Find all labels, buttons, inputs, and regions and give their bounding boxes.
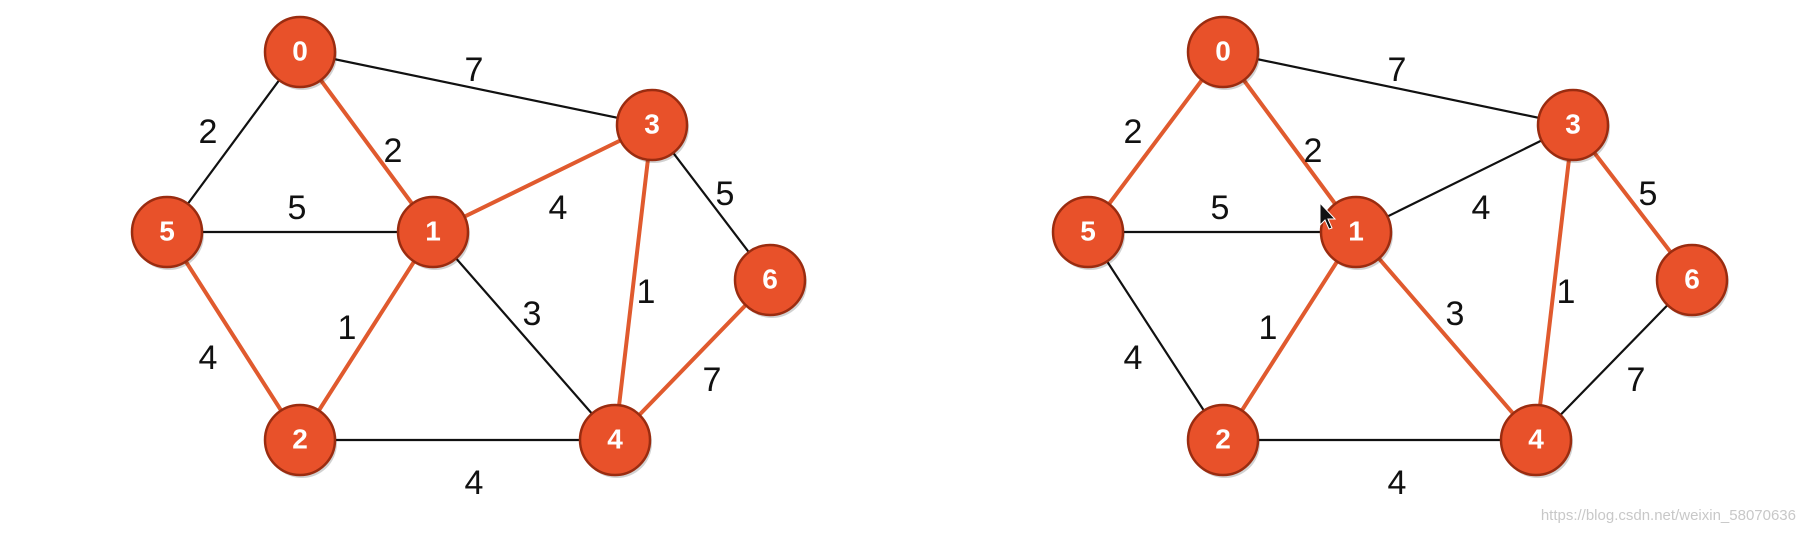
edge-weight-2-4: 4 [465, 464, 484, 502]
node-label: 6 [762, 263, 778, 294]
edge-1-4 [1354, 230, 1538, 442]
node-label: 2 [292, 423, 308, 454]
edge-weight-0-1: 2 [384, 132, 403, 170]
edge-weight-6-4: 7 [1627, 361, 1646, 399]
node-label: 0 [1215, 35, 1231, 66]
node-2: 2 [263, 403, 337, 478]
edge-0-5 [1086, 50, 1225, 234]
node-circle [1499, 403, 1573, 477]
edge-weight-1-3: 4 [1472, 189, 1491, 227]
node-circle [733, 243, 807, 317]
node-label: 5 [1080, 215, 1096, 246]
node-circle [578, 403, 652, 477]
watermark-text: https://blog.csdn.net/weixin_58070636 [1540, 507, 1796, 524]
edge-weight-3-6: 5 [716, 175, 735, 213]
node-circle [1051, 195, 1125, 269]
node-circle [130, 195, 204, 269]
mouse-cursor-icon [1319, 201, 1337, 230]
node-circle [1186, 15, 1260, 89]
node-4: 4 [578, 403, 652, 478]
edge-weight-3-4: 1 [1557, 273, 1576, 311]
edge-weight-0-5: 2 [199, 113, 218, 151]
node-label: 4 [1528, 423, 1544, 454]
node-circle [1319, 195, 1393, 269]
edge-0-1 [298, 50, 435, 234]
edge-weight-2-4: 4 [1388, 464, 1407, 502]
node-circle [1655, 243, 1729, 317]
edge-6-4 [613, 278, 772, 442]
edge-1-3 [431, 123, 654, 234]
node-label: 1 [1348, 215, 1364, 246]
edge-weight-0-5: 2 [1124, 113, 1143, 151]
node-label: 3 [644, 108, 660, 139]
edge-weight-1-3: 4 [549, 189, 568, 227]
node-6: 6 [733, 243, 807, 318]
node-1: 1 [1319, 195, 1393, 270]
node-circle [263, 403, 337, 477]
edge-weight-1-4: 3 [1446, 295, 1465, 333]
node-circle [1536, 88, 1610, 162]
node-circle [615, 88, 689, 162]
node-circle [1186, 403, 1260, 477]
edge-1-2 [298, 230, 435, 442]
edge-0-5 [165, 50, 302, 234]
node-circle [396, 195, 470, 269]
node-2: 2 [1186, 403, 1260, 478]
node-label: 4 [607, 423, 623, 454]
edge-weight-0-1: 2 [1304, 132, 1323, 170]
edge-5-2 [165, 230, 302, 442]
node-0: 0 [263, 15, 337, 90]
edge-3-4 [1534, 123, 1575, 442]
edge-weight-1-2: 1 [338, 309, 357, 347]
edge-weight-0-3: 7 [465, 51, 484, 89]
node-5: 5 [130, 195, 204, 270]
edge-weight-6-4: 7 [703, 361, 722, 399]
edge-3-4 [613, 123, 654, 442]
edge-weight-5-1: 5 [288, 189, 307, 227]
node-3: 3 [1536, 88, 1610, 163]
node-4: 4 [1499, 403, 1573, 478]
edge-weight-5-1: 5 [1211, 189, 1230, 227]
node-label: 3 [1565, 108, 1581, 139]
node-label: 5 [159, 215, 175, 246]
node-3: 3 [615, 88, 689, 163]
edge-1-4 [431, 230, 617, 442]
node-0: 0 [1186, 15, 1260, 90]
edge-weight-3-4: 1 [637, 273, 656, 311]
graph-right: 2 2 7 5 4 4 1 3 1 5 4 7 0 1 2 3 4 5 6 [1051, 15, 1729, 502]
edge-1-2 [1221, 230, 1358, 442]
edge-weight-1-4: 3 [523, 295, 542, 333]
edge-0-3 [1221, 50, 1575, 127]
edge-weight-0-3: 7 [1388, 51, 1407, 89]
node-5: 5 [1051, 195, 1125, 270]
edge-weight-1-2: 1 [1259, 309, 1278, 347]
edge-1-3 [1354, 123, 1575, 234]
node-label: 0 [292, 35, 308, 66]
edge-0-3 [298, 50, 654, 127]
edge-weight-5-2: 4 [199, 339, 218, 377]
node-6: 6 [1655, 243, 1729, 318]
edge-weight-3-6: 5 [1639, 175, 1658, 213]
edge-5-2 [1086, 230, 1225, 442]
node-label: 1 [425, 215, 441, 246]
node-1: 1 [396, 195, 470, 270]
node-label: 2 [1215, 423, 1231, 454]
edge-weight-5-2: 4 [1124, 339, 1143, 377]
edge-0-1 [1221, 50, 1358, 234]
node-circle [263, 15, 337, 89]
graph-left: 2 2 7 5 4 4 1 3 1 5 4 7 0 1 2 3 4 5 6 [130, 15, 807, 502]
edge-6-4 [1534, 278, 1694, 442]
node-label: 6 [1684, 263, 1700, 294]
